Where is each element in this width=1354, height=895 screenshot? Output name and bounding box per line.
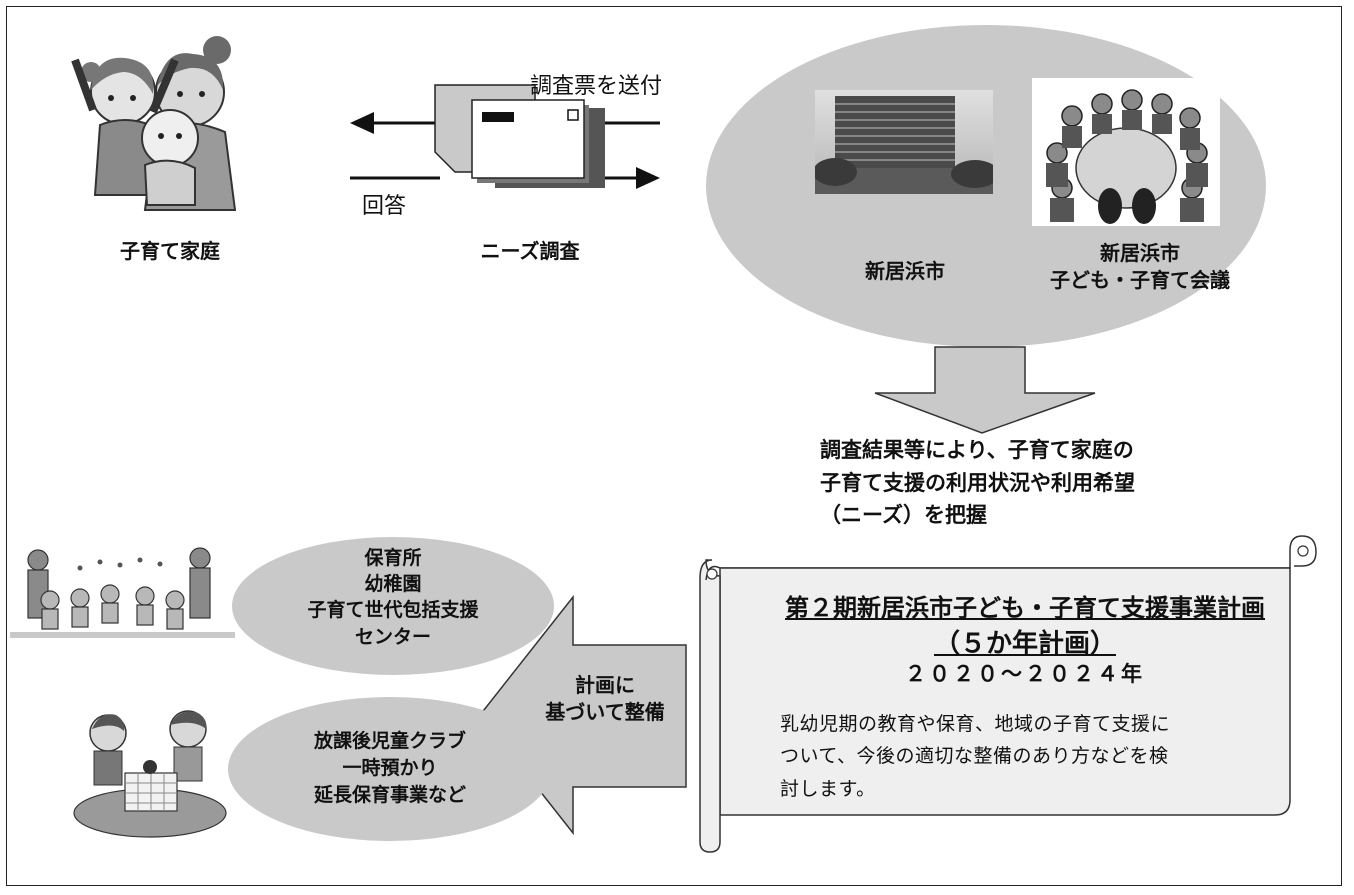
facilities-b-line-2: 一時預かり xyxy=(342,756,438,779)
down-arrow xyxy=(874,346,1096,434)
facilities-a-line-2: 幼稚園 xyxy=(364,573,422,596)
council-label: 新居浜市 子ども・子育て会議 xyxy=(1040,240,1240,294)
answer-arrow-head xyxy=(350,112,374,134)
facilities-ellipse-b xyxy=(228,697,552,841)
plan-title: 第２期新居浜市子ども・子育て支援事業計画 xyxy=(785,594,1265,622)
facilities-b-text: 放課後児童クラブ 一時預かり 延長保育事業など xyxy=(236,728,544,809)
facilities-a-line-4: センター xyxy=(354,625,431,648)
send-arrow-head xyxy=(636,167,660,189)
plan-description: 乳幼児期の教育や保育、地域の子育て支援に ついて、今後の適切な整備のあり方などを… xyxy=(780,708,1170,805)
city-hall-photo xyxy=(815,90,993,194)
finding-text: 調査結果等により、子育て家庭の 子育て支援の利用状況や利用希望 （ニーズ）を把握 xyxy=(820,434,1135,532)
plan-subtitle: （５か年計画） xyxy=(933,629,1116,659)
envelope-stamp xyxy=(567,109,579,121)
diagram-frame xyxy=(6,6,1342,886)
council-meeting-illustration xyxy=(1032,78,1220,226)
facilities-a-line-3: 子育て世代包括支援 xyxy=(307,599,479,622)
send-survey-label: 調査票を送付 xyxy=(530,74,663,99)
plan-desc-line-3: 討します。 xyxy=(780,777,876,800)
envelope-address-block xyxy=(482,112,514,122)
arrow-left-line-1: 計画に xyxy=(575,673,635,697)
facilities-a-line-1: 保育所 xyxy=(364,547,422,569)
envelope xyxy=(471,99,585,179)
family-illustration xyxy=(71,36,237,211)
family-label: 子育て家庭 xyxy=(120,239,220,263)
finding-line-2: 子育て支援の利用状況や利用希望 xyxy=(820,470,1135,495)
survey-exchange-diagram xyxy=(350,84,660,189)
arrow-left-label: 計画に 基づいて整備 xyxy=(520,672,690,726)
facilities-a-text: 保育所 幼稚園 子育て世代包括支援 センター xyxy=(240,545,546,650)
survey-title: ニーズ調査 xyxy=(480,239,580,263)
answer-label: 回答 xyxy=(362,194,407,219)
nursery-children-illustration xyxy=(10,547,235,638)
finding-line-3: （ニーズ）を把握 xyxy=(820,503,987,528)
council-line-2: 子ども・子育て会議 xyxy=(1050,268,1230,292)
after-school-children-illustration xyxy=(73,710,227,838)
facilities-ellipse-a xyxy=(232,537,554,675)
facilities-b-line-1: 放課後児童クラブ xyxy=(313,730,466,752)
city-label: 新居浜市 xyxy=(865,259,945,283)
arrow-left-line-2: 基づいて整備 xyxy=(545,700,665,724)
council-line-1: 新居浜市 xyxy=(1100,241,1180,265)
facilities-b-line-3: 延長保育事業など xyxy=(313,783,466,806)
plan-years: ２０２０～２０２４年 xyxy=(905,662,1145,686)
plan-desc-line-2: ついて、今後の適切な整備のあり方などを検 xyxy=(780,745,1169,768)
finding-line-1: 調査結果等により、子育て家庭の xyxy=(820,438,1134,462)
plan-scroll xyxy=(699,535,1317,853)
plan-desc-line-1: 乳幼児期の教育や保育、地域の子育て支援に xyxy=(780,713,1171,735)
